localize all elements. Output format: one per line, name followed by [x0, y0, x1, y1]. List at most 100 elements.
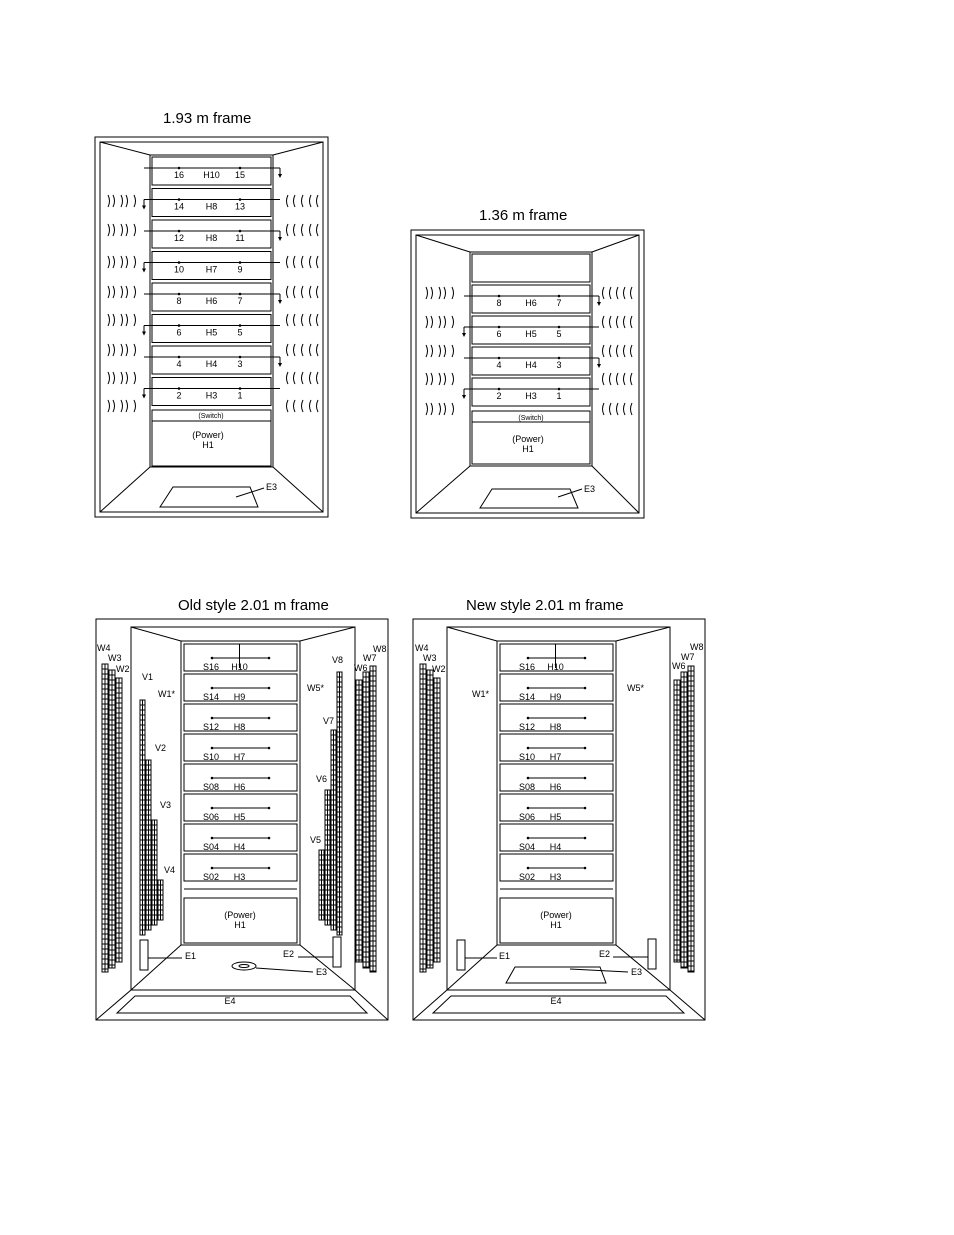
connector-dot [583, 806, 587, 810]
arrow-down-icon [278, 174, 282, 178]
cable-hook-icon [430, 286, 433, 300]
label-w4-old: W4 [97, 643, 111, 653]
cable-hook-icon [293, 285, 296, 299]
cable-hook-icon [609, 315, 612, 329]
cable-hook-icon [316, 255, 319, 269]
drawer [471, 284, 591, 314]
connector-dot [583, 866, 587, 870]
connector-dot [583, 716, 587, 720]
cable-hook-icon [425, 402, 428, 416]
power-id-193: H1 [202, 440, 214, 450]
connector-dot [177, 261, 181, 264]
connector-dot [177, 166, 181, 170]
cable-hook-icon [616, 315, 619, 329]
cable-hook-icon [616, 402, 619, 416]
drawer [183, 823, 298, 852]
drawer [151, 251, 272, 280]
cable-hook-icon [286, 313, 289, 327]
cable-hook-icon [425, 372, 428, 386]
drawer-slot-id: S04 [203, 842, 219, 852]
drawer-id: H5 [234, 812, 246, 822]
cable-hook-icon [301, 399, 304, 413]
cable-hook-icon [430, 372, 433, 386]
drawer [151, 345, 272, 375]
cable-hook-icon [309, 223, 312, 237]
drawer-id: H5 [525, 329, 537, 339]
drawer-slot-id: S16 [203, 662, 219, 672]
power-id-136: H1 [522, 444, 534, 454]
frame-title-136: 1.36 m frame [479, 207, 568, 224]
drawer-slot-id: S02 [203, 872, 219, 882]
arrow-down-icon [462, 395, 466, 399]
drawer [471, 346, 591, 376]
cable-hook-icon [112, 255, 115, 269]
drawer-id: H10 [203, 170, 220, 180]
cable-hook-icon [609, 402, 612, 416]
connector-dot [210, 686, 214, 690]
cable-hook-icon [286, 194, 289, 208]
label-w6-old: W6 [354, 663, 368, 673]
label-v4-old: V4 [164, 865, 175, 875]
cable-hook-icon [425, 344, 428, 358]
drawer-left-number: 6 [496, 329, 501, 339]
drawer-id: H3 [234, 872, 246, 882]
drawer-id: H4 [525, 360, 537, 370]
cable-hook-icon [438, 344, 441, 358]
drawer-slot-id: S14 [519, 692, 535, 702]
drawer-right-number: 1 [556, 391, 561, 401]
connector-dot [238, 292, 242, 296]
label-w6-new: W6 [672, 661, 686, 671]
cable-hook-icon [316, 194, 319, 208]
drawer-id: H8 [206, 233, 218, 243]
connector-dot [210, 836, 214, 840]
drawer [499, 733, 614, 762]
cable-hook-icon [301, 255, 304, 269]
drawer-right-number: 15 [235, 170, 245, 180]
e4-label-new: E4 [550, 996, 561, 1006]
drawer [499, 793, 614, 822]
connector-dot [267, 776, 271, 780]
floor-label-136: E3 [584, 484, 595, 494]
connector-dot [526, 836, 530, 840]
cable-hook-icon [616, 286, 619, 300]
label-w2-new: W2 [432, 664, 446, 674]
drawer-left-number: 12 [174, 233, 184, 243]
cable-hook-icon [112, 223, 115, 237]
cable-hook-icon [316, 371, 319, 385]
cable-hook-icon [316, 285, 319, 299]
drawer [183, 763, 298, 792]
cable-hook-icon [630, 286, 633, 300]
cable-hook-icon [133, 223, 136, 237]
drawer [183, 793, 298, 822]
cable-hook-icon [112, 399, 115, 413]
cable-hook-icon [293, 371, 296, 385]
power-label-193: (Power) [192, 430, 224, 440]
arrow-down-icon [278, 363, 282, 367]
connector-dot [177, 355, 181, 359]
floor-label-193: E3 [266, 482, 277, 492]
connector-dot [238, 355, 242, 359]
cable-hook-icon [301, 343, 304, 357]
drawer-id: H4 [234, 842, 246, 852]
cable-hook-icon [133, 255, 136, 269]
connector-dot [267, 746, 271, 750]
cable-hook-icon [425, 315, 428, 329]
connector-dot [497, 325, 501, 329]
cable-hook-icon [120, 399, 123, 413]
connector-dot [238, 324, 242, 327]
drawer-right-number: 1 [237, 391, 242, 401]
cable-hook-icon [316, 223, 319, 237]
cable-hook-icon [309, 194, 312, 208]
connector-dot [267, 656, 271, 660]
cable-hook-icon [133, 343, 136, 357]
cable-hook-icon [120, 371, 123, 385]
cable-hook-icon [609, 344, 612, 358]
cable-hook-icon [107, 285, 110, 299]
e2-label-new: E2 [599, 949, 610, 959]
connector-dot [238, 229, 242, 233]
drawer-slot-id: S06 [203, 812, 219, 822]
cable-hook-icon [602, 344, 605, 358]
drawer [499, 823, 614, 852]
drawer-id: H6 [525, 298, 537, 308]
